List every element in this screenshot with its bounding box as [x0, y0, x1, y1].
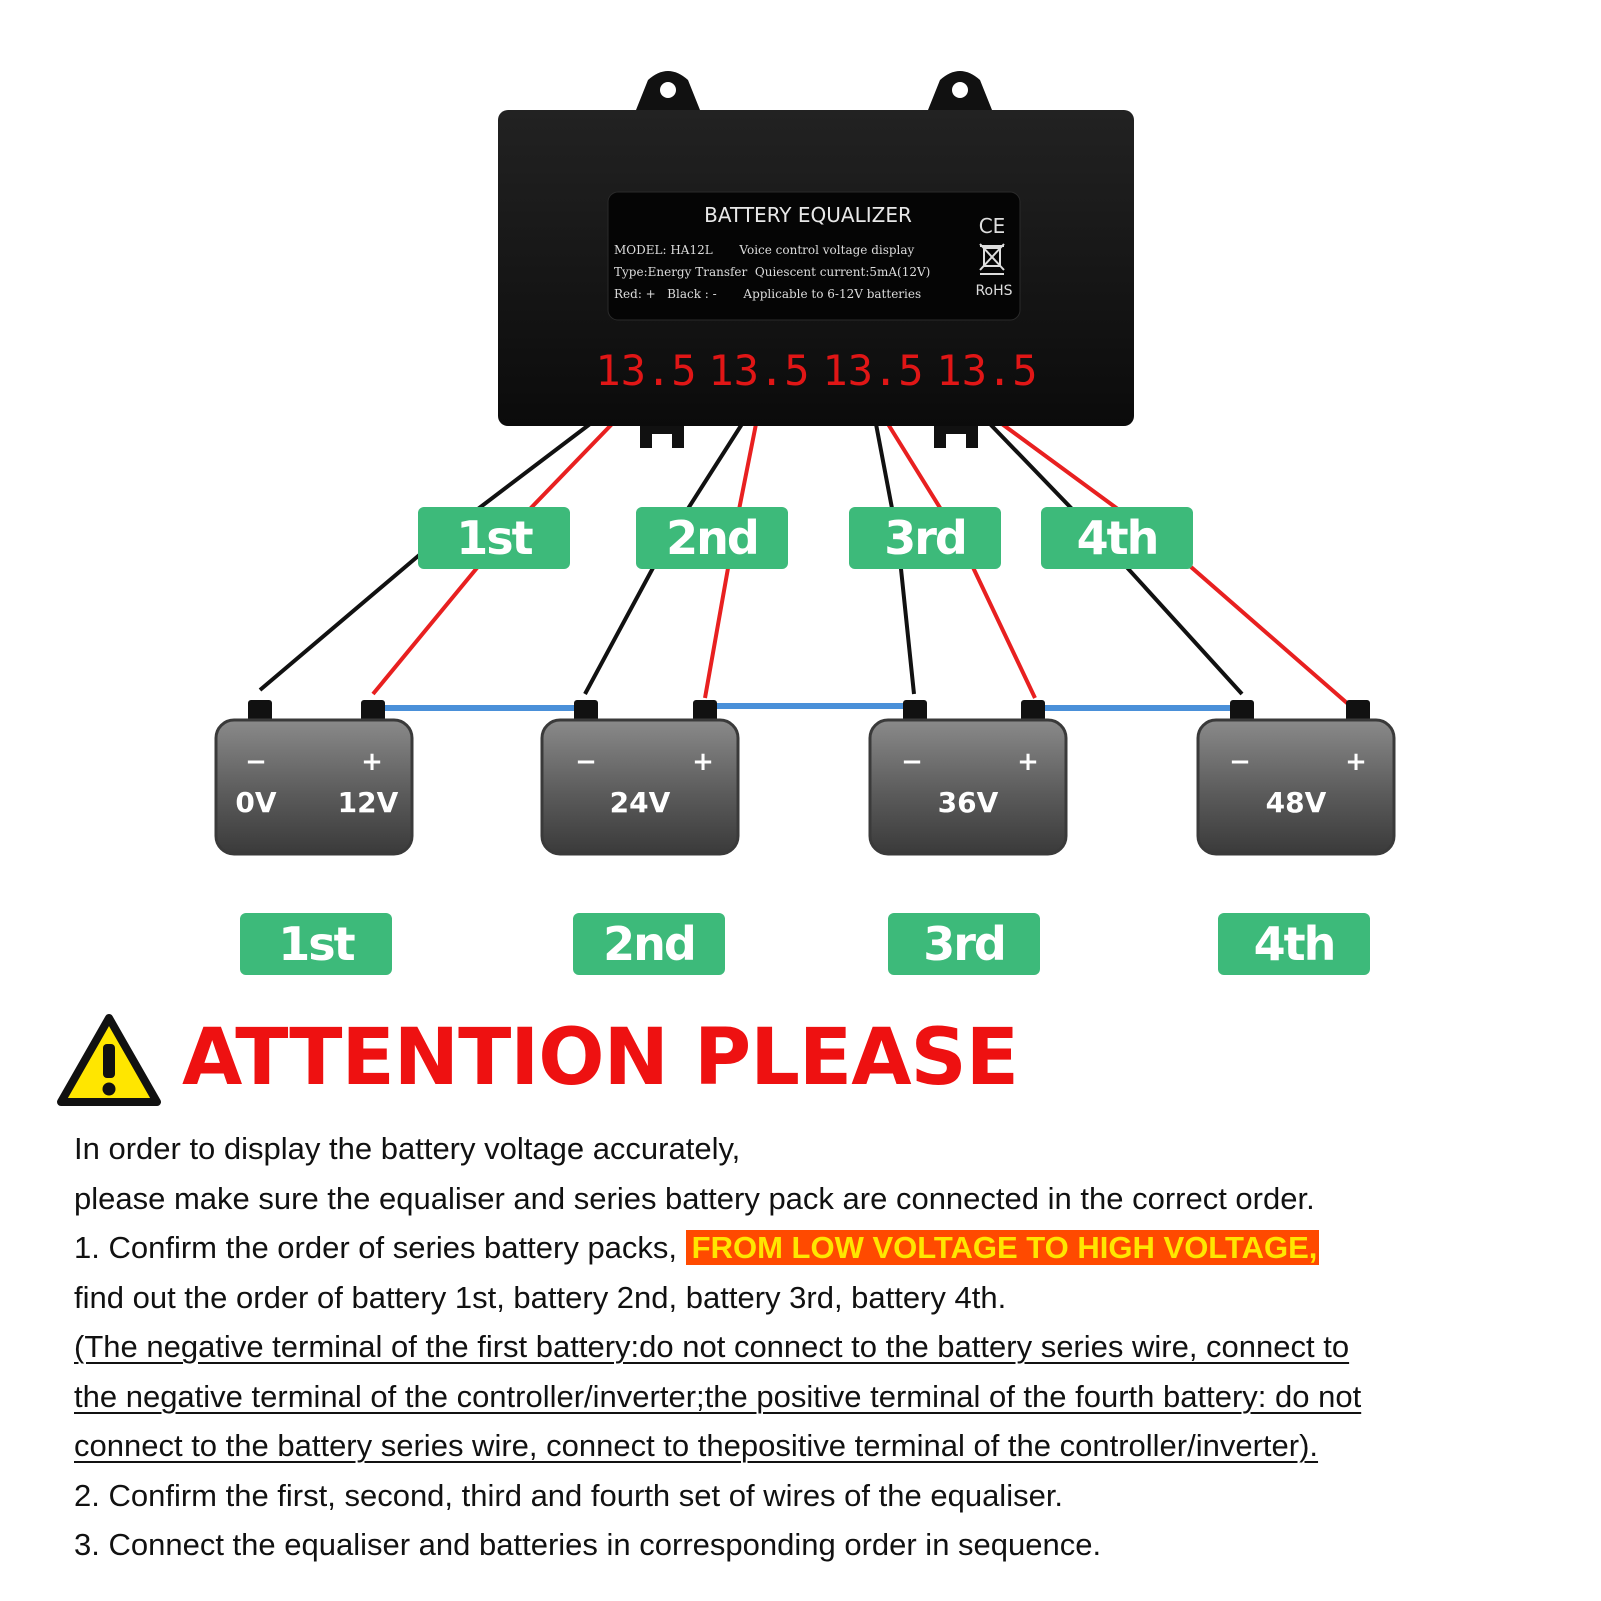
battery-label-2nd: 2nd: [573, 913, 725, 975]
wire-label-1st: 1st: [418, 507, 570, 569]
battery-pos-sign: +: [692, 747, 714, 777]
battery-4: − + 48V: [1196, 700, 1396, 856]
attention-title: ATTENTION PLEASE: [182, 1013, 1019, 1103]
device-spec-line: MODEL: HA12L Voice control voltage displ…: [614, 243, 915, 257]
instruction-line: find out the order of battery 1st, batte…: [74, 1279, 1007, 1315]
battery-neg-sign: −: [901, 747, 923, 777]
diagram-svg: BATTERY EQUALIZER MODEL: HA12L Voice con…: [214, 71, 1396, 856]
device-title: BATTERY EQUALIZER: [704, 203, 912, 227]
battery-pos-sign: +: [1017, 747, 1039, 777]
battery-neg-sign: −: [245, 747, 267, 777]
terminal-note-line: connect to the battery series wire, conn…: [74, 1428, 1319, 1463]
device-spec-line: Type:Energy Transfer Quiescent current:5…: [614, 265, 930, 279]
wire-label-4th: 4th: [1041, 507, 1193, 569]
battery-2: − + 24V: [540, 700, 740, 856]
instructions: In order to display the battery voltage …: [74, 1124, 1594, 1570]
voltage-display-2: 13.5: [708, 346, 809, 395]
battery-1: − + 0V 12V: [214, 700, 414, 856]
voltage-order-highlight: FROM LOW VOLTAGE TO HIGH VOLTAGE,: [685, 1230, 1320, 1265]
battery-3: − + 36V: [868, 700, 1068, 856]
battery-voltage-low: 0V: [235, 786, 276, 819]
battery-voltage: 48V: [1266, 786, 1327, 819]
step-1-text: 1. Confirm the order of series battery p…: [74, 1230, 686, 1265]
instruction-step-2: 2. Confirm the first, second, third and …: [74, 1477, 1064, 1513]
wire-label-3rd: 3rd: [849, 507, 1001, 569]
battery-pos-sign: +: [361, 747, 383, 777]
battery-label-4th: 4th: [1218, 913, 1370, 975]
battery-voltage: 36V: [938, 786, 999, 819]
battery-neg-sign: −: [575, 747, 597, 777]
voltage-display-4: 13.5: [936, 346, 1037, 395]
voltage-display-3: 13.5: [822, 346, 923, 395]
battery-label-1st: 1st: [240, 913, 392, 975]
battery-neg-sign: −: [1229, 747, 1251, 777]
instruction-line: please make sure the equaliser and serie…: [74, 1180, 1315, 1216]
wire-label-2nd: 2nd: [636, 507, 788, 569]
instruction-step-1: 1. Confirm the order of series battery p…: [74, 1223, 1594, 1273]
battery-label-3rd: 3rd: [888, 913, 1040, 975]
weee-bin-icon: [979, 243, 1005, 275]
wiring-diagram: BATTERY EQUALIZER MODEL: HA12L Voice con…: [214, 71, 1396, 975]
rohs-mark: RoHS: [975, 283, 1012, 299]
terminal-note-line: (The negative terminal of the first batt…: [74, 1329, 1350, 1364]
voltage-display-1: 13.5: [595, 346, 696, 395]
instruction-line: In order to display the battery voltage …: [74, 1131, 741, 1166]
battery-voltage: 24V: [610, 786, 671, 819]
ce-mark: CE: [979, 214, 1006, 238]
instruction-step-3: 3. Connect the equaliser and batteries i…: [74, 1527, 1102, 1562]
terminal-note-line: the negative terminal of the controller/…: [74, 1378, 1362, 1414]
battery-voltage-high: 12V: [338, 786, 399, 819]
battery-pos-sign: +: [1345, 747, 1367, 777]
attention-banner: ATTENTION PLEASE: [56, 1012, 1156, 1106]
warning-icon: [57, 1014, 161, 1106]
battery-equalizer-device: BATTERY EQUALIZER MODEL: HA12L Voice con…: [498, 71, 1134, 448]
device-spec-line: Red: + Black : - Applicable to 6-12V bat…: [614, 287, 921, 301]
